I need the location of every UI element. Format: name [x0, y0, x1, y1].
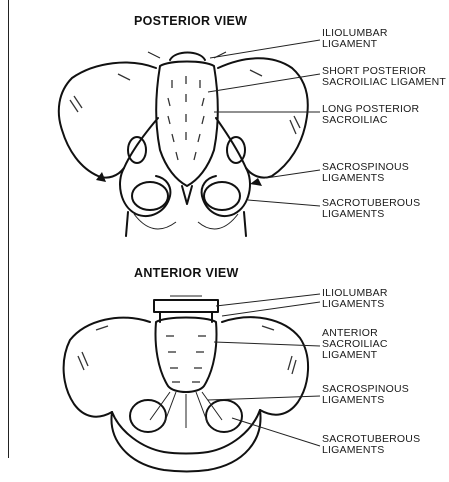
posterior-sacrospinous-ligaments-label: SACROSPINOUS LIGAMENTS — [322, 162, 409, 184]
posterior-sacrotuberous-ligaments-label: SACROTUBEROUS LIGAMENTS — [322, 198, 420, 220]
iliolumbar-ligament-label: ILIOLUMBAR LIGAMENT — [322, 28, 388, 50]
anterior-sacroiliac-ligament-label: ANTERIOR SACROILIAC LIGAMENT — [322, 328, 388, 361]
leader-lines — [208, 40, 320, 446]
iliolumbar-ligaments-label: ILIOLUMBAR LIGAMENTS — [322, 288, 388, 310]
anterior-view-title: ANTERIOR VIEW — [134, 266, 239, 280]
anterior-sacrotuberous-ligaments-label: SACROTUBEROUS LIGAMENTS — [322, 434, 420, 456]
anterior-pelvis-drawing — [64, 296, 308, 472]
anterior-sacrospinous-ligaments-label: SACROSPINOUS LIGAMENTS — [322, 384, 409, 406]
long-posterior-sacroiliac-label: LONG POSTERIOR SACROILIAC — [322, 104, 419, 126]
posterior-view-title: POSTERIOR VIEW — [134, 14, 247, 28]
posterior-pelvis-drawing — [59, 52, 308, 236]
short-posterior-sacroiliac-ligament-label: SHORT POSTERIOR SACROILIAC LIGAMENT — [322, 66, 446, 88]
